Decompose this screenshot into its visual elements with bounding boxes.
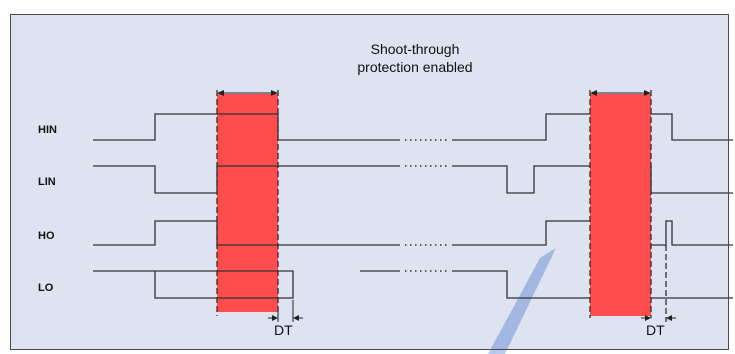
ho-waveform-1 — [93, 220, 400, 246]
diagram-frame — [10, 14, 729, 350]
hin-waveform-2 — [452, 113, 590, 141]
protection-band-2 — [590, 94, 651, 316]
signal-label-hin: HIN — [38, 124, 57, 136]
hin-waveform-1 — [93, 113, 400, 141]
title-line-1: Shoot-through — [370, 41, 460, 57]
signal-label-ho: HO — [38, 230, 55, 242]
hin-waveform-3 — [651, 113, 733, 141]
dt-1-arrowhead-right — [293, 315, 299, 321]
lin-waveform-1 — [93, 165, 400, 194]
signal-label-lo: LO — [38, 282, 54, 294]
band-2-arrowhead-left — [590, 90, 597, 96]
diagram-title: Shoot-through protection enabled — [300, 40, 530, 76]
dt-1-arrowhead-left — [272, 315, 278, 321]
title-line-2: protection enabled — [357, 59, 473, 75]
band-1-arrowhead-right — [271, 90, 278, 96]
lo-waveform-3 — [452, 270, 590, 299]
watermark-stroke — [488, 248, 556, 354]
lo-waveform-1b — [155, 270, 294, 299]
lo-waveform-1 — [93, 270, 217, 299]
dt-2-arrowhead-right — [666, 315, 672, 321]
signal-label-lin: LIN — [38, 176, 56, 188]
dead-time-label-1: DT — [274, 322, 293, 338]
dt-2-arrowhead-left — [645, 315, 651, 321]
ho-waveform-2 — [452, 220, 590, 246]
ho-waveform-3 — [651, 220, 733, 246]
lin-waveform-3 — [650, 166, 733, 194]
lin-waveform-2 — [452, 165, 590, 194]
dead-time-label-2: DT — [646, 322, 665, 338]
protection-band-1 — [217, 94, 278, 312]
band-1-arrowhead-left — [217, 90, 224, 96]
band-2-arrowhead-right — [644, 90, 651, 96]
